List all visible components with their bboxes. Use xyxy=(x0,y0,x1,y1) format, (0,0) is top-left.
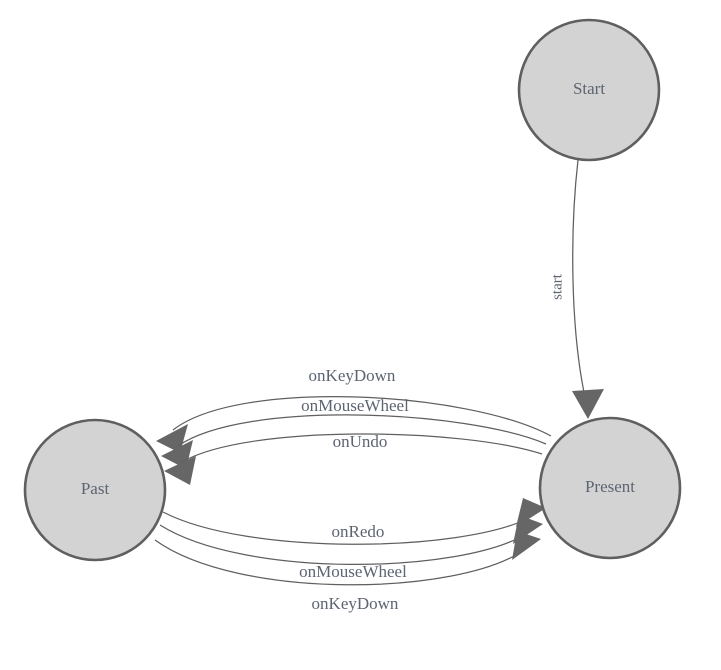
edge-present-to-past-onundo-path xyxy=(181,433,543,463)
edge-start-to-present-arrowhead xyxy=(572,389,604,419)
edge-label-present-past-onmousewheel: onMouseWheel xyxy=(301,396,409,415)
edge-start-to-present[interactable]: start xyxy=(549,159,604,419)
edge-label-present-past-onundo: onUndo xyxy=(333,432,388,451)
node-past[interactable]: Past xyxy=(23,418,167,562)
edge-start-to-present-path xyxy=(572,159,587,403)
node-start-circle xyxy=(517,18,661,162)
edge-past-to-present-onkeydown-path xyxy=(154,539,525,586)
edge-present-to-past-onkeydown[interactable]: onKeyDown xyxy=(156,366,552,453)
edge-label-past-present-onkeydown: onKeyDown xyxy=(312,594,399,613)
edge-present-to-past-onundo[interactable]: onUndo xyxy=(164,432,543,485)
node-start-label: Start xyxy=(573,79,605,98)
edge-label-past-present-onmousewheel: onMouseWheel xyxy=(299,562,407,581)
edge-past-to-present-onredo[interactable]: onRedo xyxy=(162,498,546,545)
edge-present-to-past-onkeydown-path xyxy=(172,396,552,437)
edge-past-to-present-onkeydown[interactable]: onKeyDown xyxy=(154,531,541,613)
node-present-circle xyxy=(538,416,682,560)
node-past-circle xyxy=(23,418,167,562)
edge-label-start: start xyxy=(549,273,565,300)
edge-present-to-past-onkeydown-arrowhead xyxy=(156,424,188,453)
edge-label-present-past-onkeydown: onKeyDown xyxy=(309,366,396,385)
edge-past-to-present-onkeydown-arrowhead xyxy=(512,531,541,560)
node-past-label: Past xyxy=(81,479,110,498)
node-start[interactable]: Start xyxy=(517,18,661,162)
node-present[interactable]: Present xyxy=(538,416,682,560)
edge-label-past-present-onredo: onRedo xyxy=(332,522,385,541)
edge-present-to-past-onmousewheel-path xyxy=(177,414,547,447)
edge-past-to-present-onmousewheel-path xyxy=(159,524,527,565)
node-present-label: Present xyxy=(585,477,635,496)
edge-past-to-present-onredo-path xyxy=(162,511,530,545)
edge-present-to-past-onundo-arrowhead xyxy=(164,456,196,485)
